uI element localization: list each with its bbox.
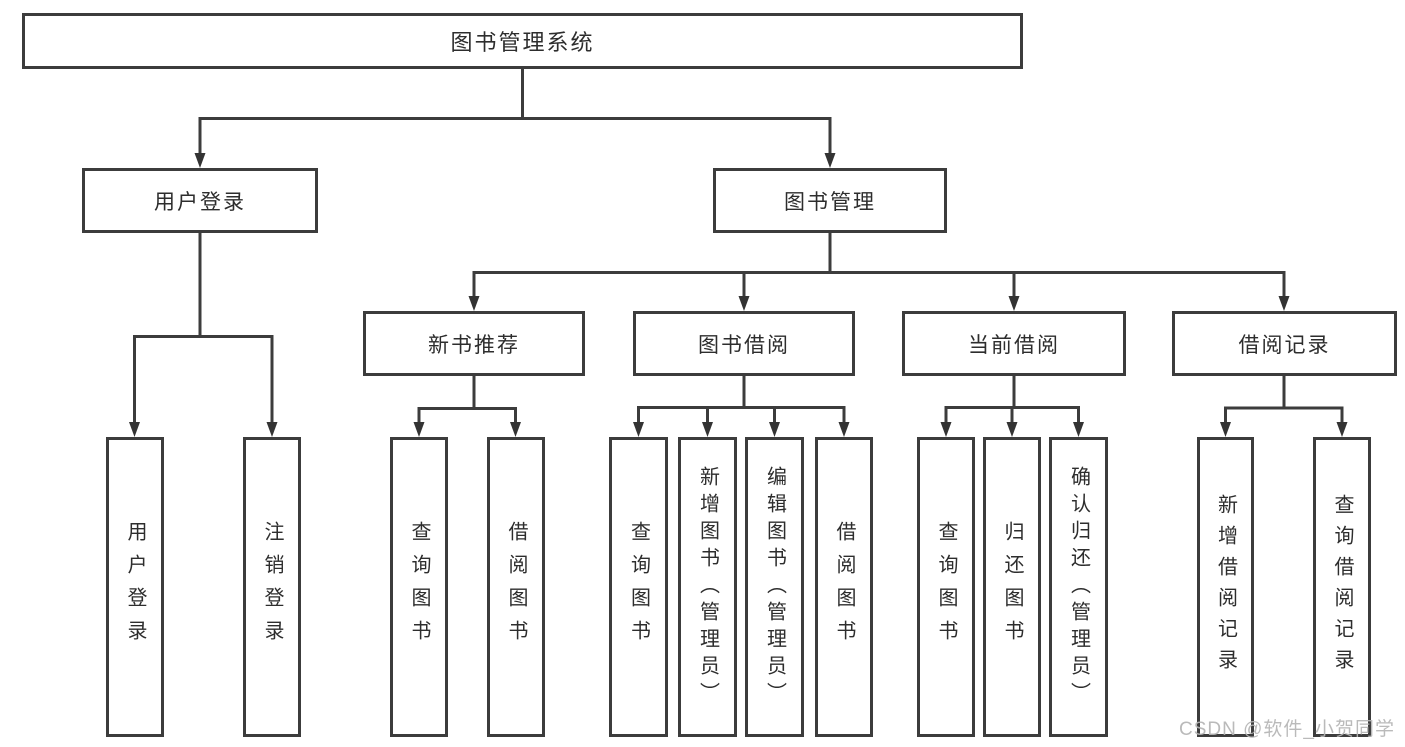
leaf-borrowing-add-admin-label: 新增图书（管理员） [696,465,719,709]
leaf-newbook-query-label: 查询图书 [408,521,430,653]
node-book-management: 图书管理 [713,168,947,233]
leaf-borrowing-borrow-label: 借阅图书 [833,521,855,653]
leaf-borrowing-edit-admin-label: 编辑图书（管理员） [763,465,786,709]
node-current-borrowing-label: 当前借阅 [968,333,1060,357]
node-borrowing-records-label: 借阅记录 [1238,333,1331,357]
arrowhead-icons [129,153,1348,437]
node-new-book-recommend-label: 新书推荐 [428,333,520,357]
leaf-borrowing-borrow: 借阅图书 [815,437,873,737]
leaf-newbook-borrow-label: 借阅图书 [505,521,527,653]
node-root-system: 图书管理系统 [22,13,1023,69]
leaf-borrowing-edit-admin: 编辑图书（管理员） [745,437,804,737]
leaf-records-add: 新增借阅记录 [1197,437,1254,737]
node-new-book-recommend: 新书推荐 [363,311,585,376]
leaf-current-query: 查询图书 [917,437,975,737]
leaf-borrowing-add-admin: 新增图书（管理员） [678,437,737,737]
leaf-records-query: 查询借阅记录 [1313,437,1371,737]
leaf-logout: 注销登录 [243,437,301,737]
leaf-records-add-label: 新增借阅记录 [1214,494,1237,680]
leaf-user-login-label: 用户登录 [124,521,146,653]
node-current-borrowing: 当前借阅 [902,311,1126,376]
leaf-logout-label: 注销登录 [261,521,283,653]
node-user-login: 用户登录 [82,168,318,233]
node-book-borrowing: 图书借阅 [633,311,855,376]
leaf-current-confirm-admin-label: 确认归还（管理员） [1067,465,1090,709]
leaf-borrowing-query: 查询图书 [609,437,668,737]
leaf-user-login: 用户登录 [106,437,164,737]
node-book-management-label: 图书管理 [784,190,876,214]
leaf-current-query-label: 查询图书 [935,521,957,653]
node-borrowing-records: 借阅记录 [1172,311,1397,376]
leaf-current-confirm-admin: 确认归还（管理员） [1049,437,1108,737]
leaf-borrowing-query-label: 查询图书 [627,521,650,653]
node-user-login-label: 用户登录 [154,190,246,214]
leaf-newbook-borrow: 借阅图书 [487,437,545,737]
leaf-newbook-query: 查询图书 [390,437,448,737]
node-root-system-label: 图书管理系统 [450,30,595,55]
leaf-records-query-label: 查询借阅记录 [1331,494,1353,680]
leaf-current-return: 归还图书 [983,437,1041,737]
node-book-borrowing-label: 图书借阅 [698,333,790,357]
leaf-current-return-label: 归还图书 [1001,521,1023,653]
